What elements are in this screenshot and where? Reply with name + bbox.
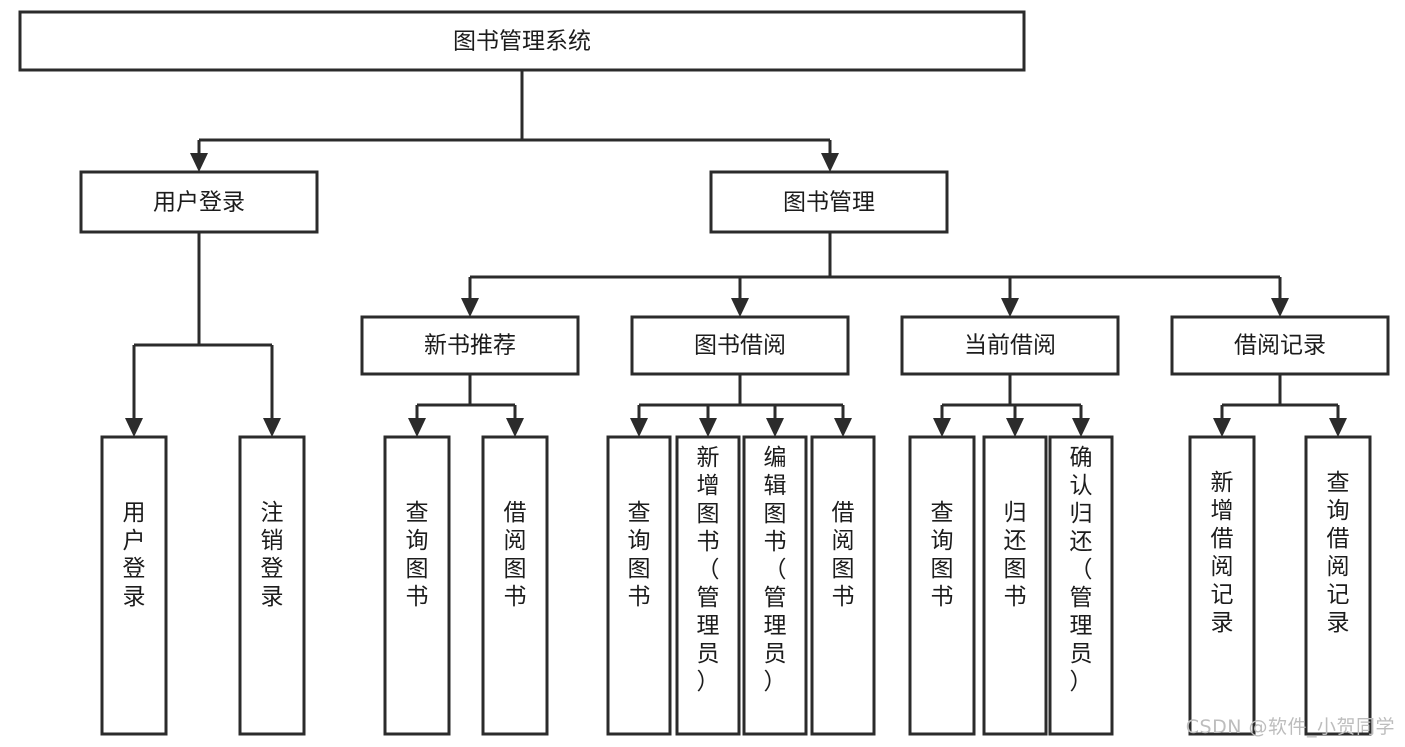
- node-leaf-rec-borrow-box[interactable]: [481, 435, 549, 736]
- node-leaf-cur-query-label: 查询图书: [931, 500, 954, 610]
- node-leaf-rec-borrow-label: 借阅图书: [504, 500, 527, 610]
- node-leaf-borrow-add[interactable]: 新增图书（管理员）: [675, 435, 741, 736]
- node-leaf-cur-confirm[interactable]: 确认归还（管理员）: [1048, 435, 1114, 736]
- node-leaf-user-login[interactable]: 用户登录: [100, 435, 168, 736]
- node-book-manage-box[interactable]: [709, 170, 949, 234]
- node-leaf-rec-add[interactable]: 新增借阅记录: [1188, 435, 1256, 736]
- arrow-head-icon: [190, 153, 208, 172]
- node-user-login[interactable]: 用户登录: [79, 170, 319, 234]
- arrow-head-icon: [461, 298, 479, 317]
- node-leaf-borrow-do-label: 借阅图书: [832, 500, 855, 610]
- node-new-book-rec[interactable]: 新书推荐: [360, 315, 580, 376]
- node-leaf-rec-borrow[interactable]: 借阅图书: [481, 435, 549, 736]
- arrow-head-icon: [1001, 298, 1019, 317]
- node-leaf-borrow-do-box[interactable]: [810, 435, 876, 736]
- arrow-head-icon: [821, 153, 839, 172]
- arrow-head-icon: [630, 418, 648, 437]
- node-leaf-cur-confirm-box[interactable]: [1048, 435, 1114, 736]
- node-current-borrow[interactable]: 当前借阅: [900, 315, 1120, 376]
- arrow-head-icon: [506, 418, 524, 437]
- node-leaf-borrow-do[interactable]: 借阅图书: [810, 435, 876, 736]
- connectors-group: [132, 70, 1340, 423]
- node-leaf-cur-query[interactable]: 查询图书: [908, 435, 976, 736]
- node-current-borrow-label: 当前借阅: [964, 333, 1056, 359]
- node-leaf-borrow-edit-box[interactable]: [742, 435, 808, 736]
- arrow-head-icon: [834, 418, 852, 437]
- node-leaf-rec-query2-label: 查询借阅记录: [1327, 470, 1350, 636]
- node-leaf-user-login-box[interactable]: [100, 435, 168, 736]
- node-root-label: 图书管理系统: [453, 29, 591, 55]
- node-book-manage-label: 图书管理: [783, 190, 875, 216]
- node-leaf-rec-add-box[interactable]: [1188, 435, 1256, 736]
- node-leaf-user-logout-box[interactable]: [238, 435, 306, 736]
- connector-currentborrow-to-leaves: [940, 374, 1083, 423]
- node-borrow-record-box[interactable]: [1170, 315, 1390, 376]
- arrow-head-icon: [125, 418, 143, 437]
- arrow-head-icon: [408, 418, 426, 437]
- arrow-head-icon: [1006, 418, 1024, 437]
- node-book-borrow-box[interactable]: [630, 315, 850, 376]
- node-leaf-borrow-edit-label: 编辑图书（管理员）: [764, 445, 787, 695]
- connector-bookmanage-to-level3: [468, 232, 1282, 303]
- arrow-head-icon: [1072, 418, 1090, 437]
- node-borrow-record-label: 借阅记录: [1234, 333, 1326, 359]
- connector-userlogin-to-leaves: [132, 232, 274, 423]
- arrow-head-icon: [731, 298, 749, 317]
- connector-borrowrecord-to-leaves: [1220, 374, 1340, 423]
- node-leaf-user-login-label: 用户登录: [123, 500, 146, 610]
- node-leaf-rec-query2-box[interactable]: [1304, 435, 1372, 736]
- arrow-head-icon: [699, 418, 717, 437]
- node-leaf-rec-add-label: 新增借阅记录: [1211, 470, 1234, 636]
- arrow-head-icon: [1271, 298, 1289, 317]
- node-book-manage[interactable]: 图书管理: [709, 170, 949, 234]
- arrow-head-icon: [263, 418, 281, 437]
- node-root-box[interactable]: [18, 10, 1026, 72]
- node-current-borrow-box[interactable]: [900, 315, 1120, 376]
- node-leaf-rec-query2[interactable]: 查询借阅记录: [1304, 435, 1372, 736]
- node-leaf-rec-query[interactable]: 查询图书: [383, 435, 451, 736]
- arrow-head-icon: [1329, 418, 1347, 437]
- node-leaf-borrow-query[interactable]: 查询图书: [606, 435, 672, 736]
- node-new-book-rec-box[interactable]: [360, 315, 580, 376]
- node-user-login-label: 用户登录: [153, 190, 245, 216]
- node-leaf-borrow-query-label: 查询图书: [628, 500, 651, 610]
- connector-newbookrec-to-leaves: [415, 374, 517, 423]
- node-leaf-rec-query-label: 查询图书: [406, 500, 429, 610]
- arrowheads-group: [125, 153, 1347, 437]
- node-leaf-cur-return[interactable]: 归还图书: [982, 435, 1048, 736]
- node-leaf-borrow-query-box[interactable]: [606, 435, 672, 736]
- leaf-nodes-group: 用户登录 注销登录 查询图书 借阅图书 查询图书 新增图书（管理员）: [100, 435, 1372, 736]
- node-book-borrow[interactable]: 图书借阅: [630, 315, 850, 376]
- node-user-login-box[interactable]: [79, 170, 319, 234]
- arrow-head-icon: [1213, 418, 1231, 437]
- node-leaf-borrow-add-box[interactable]: [675, 435, 741, 736]
- node-new-book-rec-label: 新书推荐: [424, 333, 516, 359]
- node-leaf-borrow-add-label: 新增图书（管理员）: [697, 445, 720, 695]
- node-root[interactable]: 图书管理系统: [18, 10, 1026, 72]
- node-leaf-cur-return-box[interactable]: [982, 435, 1048, 736]
- node-leaf-cur-query-box[interactable]: [908, 435, 976, 736]
- node-leaf-cur-confirm-label: 确认归还（管理员）: [1070, 445, 1093, 695]
- node-leaf-user-logout-label: 注销登录: [261, 500, 284, 610]
- connector-root-to-level2: [197, 70, 832, 158]
- node-book-borrow-label: 图书借阅: [694, 333, 786, 359]
- node-borrow-record[interactable]: 借阅记录: [1170, 315, 1390, 376]
- node-leaf-user-logout[interactable]: 注销登录: [238, 435, 306, 736]
- arrow-head-icon: [933, 418, 951, 437]
- arrow-head-icon: [766, 418, 784, 437]
- node-leaf-rec-query-box[interactable]: [383, 435, 451, 736]
- connector-bookborrow-to-leaves: [637, 374, 845, 423]
- node-leaf-borrow-edit[interactable]: 编辑图书（管理员）: [742, 435, 808, 736]
- node-leaf-cur-return-label: 归还图书: [1004, 500, 1027, 610]
